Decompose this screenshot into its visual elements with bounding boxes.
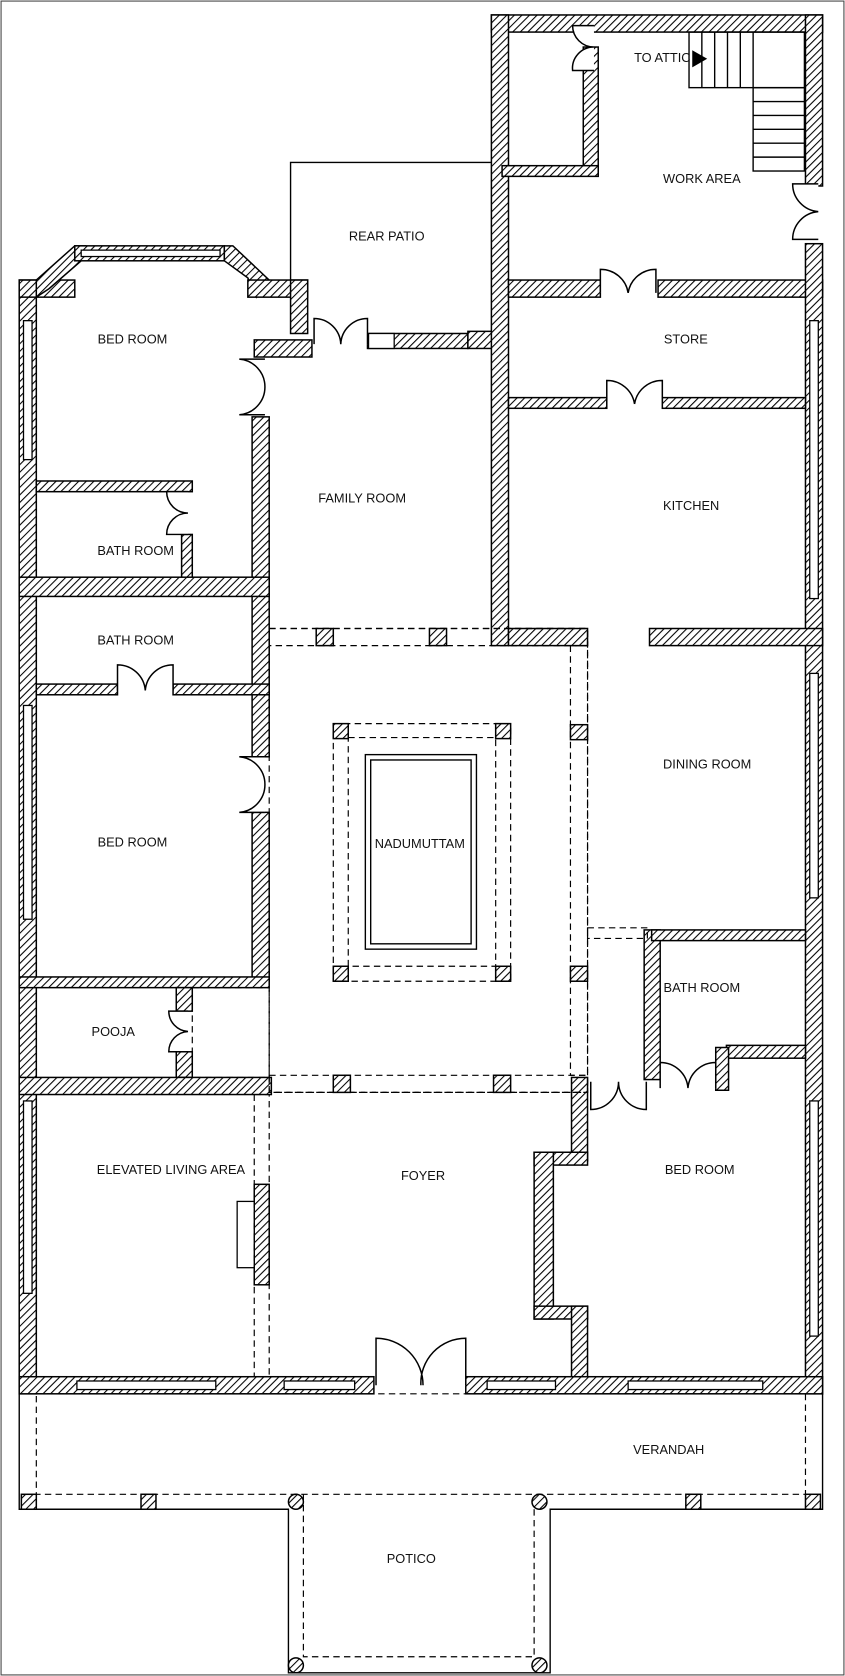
label-store: STORE xyxy=(664,331,708,346)
nadumuttam-courtyard xyxy=(332,722,512,982)
label-bath-room: BATH ROOM xyxy=(97,633,174,648)
label-bed-room: BED ROOM xyxy=(98,835,168,850)
open-arches xyxy=(191,627,648,1378)
label-bath-room: BATH ROOM xyxy=(664,980,741,995)
label-bed-room: BED ROOM xyxy=(665,1162,735,1177)
label-bath-room: BATH ROOM xyxy=(97,543,174,558)
verandah-potico xyxy=(18,1393,824,1674)
label-bed-room: BED ROOM xyxy=(98,331,168,346)
room-labels: REAR PATIO TO ATTIC WORK AREA BED ROOM S… xyxy=(92,50,752,1566)
label-work-area: WORK AREA xyxy=(663,171,741,186)
label-elevated-living-area: ELEVATED LIVING AREA xyxy=(97,1162,246,1177)
stairs xyxy=(688,31,806,172)
label-kitchen: KITCHEN xyxy=(663,498,719,513)
label-family-room: FAMILY ROOM xyxy=(318,491,406,506)
walls xyxy=(18,14,824,1395)
label-verandah: VERANDAH xyxy=(633,1442,704,1457)
label-nadumuttam: NADUMUTTAM xyxy=(375,836,465,851)
arrow-icon xyxy=(692,50,708,68)
rear-patio-outline xyxy=(289,161,492,281)
label-foyer: FOYER xyxy=(401,1168,445,1183)
label-rear-patio: REAR PATIO xyxy=(349,229,425,244)
label-pooja: POOJA xyxy=(92,1024,136,1039)
label-dining-room: DINING ROOM xyxy=(663,757,751,772)
label-potico: POTICO xyxy=(387,1551,436,1566)
doors[interactable] xyxy=(116,24,819,1386)
label-to-attic: TO ATTIC xyxy=(634,50,690,65)
